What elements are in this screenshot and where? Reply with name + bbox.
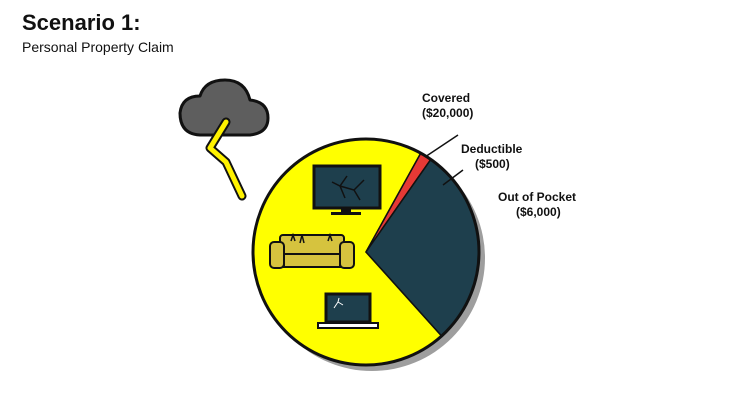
covered-leader-line <box>424 134 459 158</box>
covered-label: Covered <box>422 91 470 105</box>
out-of-pocket-label: Out of Pocket <box>498 190 576 204</box>
damaged-couch-icon <box>269 232 355 269</box>
broken-tv-icon <box>312 164 382 215</box>
covered-value: ($20,000) <box>422 106 473 120</box>
deductible-label: Deductible <box>461 142 523 156</box>
deductible-leader-line <box>442 169 464 186</box>
page-title: Scenario 1: <box>22 10 141 35</box>
deductible-value: ($500) <box>475 157 510 171</box>
out-of-pocket-value: ($6,000) <box>516 205 561 219</box>
storm-cloud-icon <box>178 78 270 137</box>
lightning-bolt-icon <box>205 117 247 201</box>
broken-laptop-icon <box>317 292 379 329</box>
pie-outline <box>251 137 481 367</box>
page-subtitle: Personal Property Claim <box>22 39 174 55</box>
